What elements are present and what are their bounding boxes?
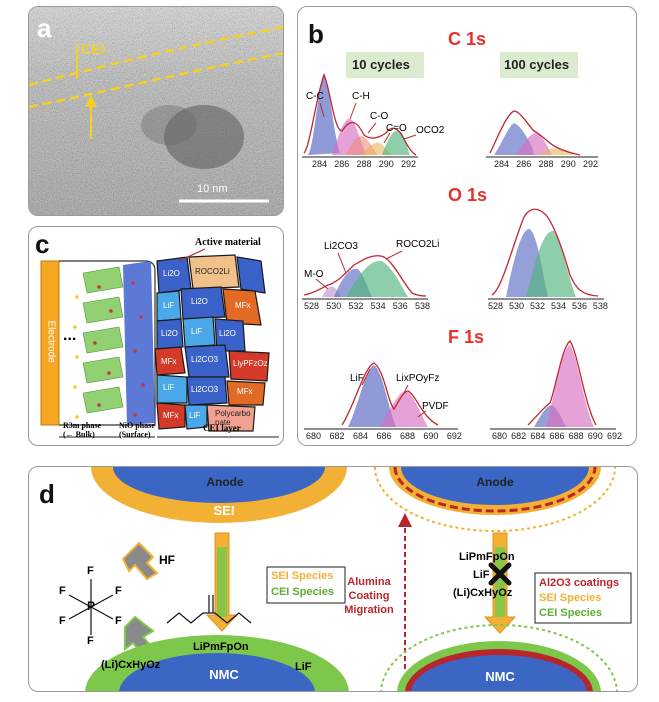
f-atom-2: F (59, 585, 66, 597)
peak-label-li2co3: Li2CO3 (324, 241, 358, 252)
peak-label-c-double-o: C=O (386, 123, 407, 134)
phase-bulk-label: R3m phase (← Bulk) (63, 421, 101, 439)
legend-al2o3: Al2O3 coatings (539, 577, 620, 589)
dots-label: ... (63, 327, 77, 344)
panel-a-label: a (37, 13, 52, 43)
panel-c-label: c (35, 229, 50, 259)
active-material-label: Active material (195, 237, 261, 248)
c1s-title: C 1s (448, 29, 487, 49)
cell-mfx-1: MFx (235, 301, 251, 310)
lichox-left: (Li)CxHyOz (101, 659, 161, 671)
f1s-10-cycles-plot (304, 362, 458, 430)
cell-lipfo: LiyPFzOz (233, 359, 268, 368)
cei-schematic (40, 248, 279, 438)
peak-label-lif: LiF (350, 373, 364, 384)
alumina-line-1: Alumina (347, 576, 391, 588)
panel-d: d (28, 466, 638, 692)
f1s-title: F 1s (448, 327, 485, 347)
lipfo-left: LiPmFpOn (193, 641, 249, 653)
cell-polycarb: Polycarbo nate (215, 409, 251, 427)
cell-li2o-2: Li2O (191, 297, 208, 306)
f-atom-1: F (87, 565, 94, 577)
legend-cei-left: CEI Species (271, 586, 334, 598)
p-atom: P (87, 599, 96, 613)
o1s-title: O 1s (448, 185, 488, 205)
anode-label-left: Anode (206, 475, 244, 489)
phase-bulk-line-1: R3m phase (63, 421, 102, 430)
lichox-right: (Li)CxHyOz (453, 587, 513, 599)
cell-li2o-4: Li2O (219, 329, 236, 338)
cell-mfx-2: MFx (161, 357, 177, 366)
peak-label-lixpoyfz: LixPOyFz (396, 373, 440, 384)
legend-sei-right: SEI Species (539, 592, 602, 604)
peak-label-co: C-O (370, 111, 389, 122)
peak-label-cc: C-C (306, 91, 324, 102)
mechanism-diagram (68, 467, 632, 691)
cell-li2co3-1: Li2CO3 (191, 355, 219, 364)
alumina-label: Alumina Coating Migration (341, 575, 397, 617)
alumina-line-2: Coating (348, 590, 390, 602)
cycle-label-100: 100 cycles (504, 57, 570, 72)
phase-nio-line-2: (Surface) (119, 430, 151, 439)
f-atom-4: F (59, 615, 66, 627)
cell-li2o-1: Li2O (163, 269, 180, 278)
phase-nio-label: NiO phase (Surface) (119, 421, 155, 439)
f-atom-5: F (115, 615, 122, 627)
peak-label-roco2li: ROCO2Li (396, 239, 440, 250)
cell-lif-1: LiF (163, 301, 175, 310)
legend-sei-left: SEI Species (271, 570, 334, 582)
electrode-label: Electrode (45, 320, 57, 363)
cei-layer-label: CEI layer (203, 423, 241, 433)
anode-label-right: Anode (476, 475, 514, 489)
peak-label-mo: M-O (304, 269, 324, 280)
scale-bar-label: 10 nm (197, 183, 228, 195)
polycarb-line-2: nate (215, 418, 231, 427)
phase-nio-line-1: NiO phase (119, 421, 155, 430)
f-atom-3: F (115, 585, 122, 597)
cell-li2o-3: Li2O (161, 329, 178, 338)
cell-lif-4: LiF (189, 411, 201, 420)
panel-c: c (28, 226, 284, 446)
sei-label: SEI (213, 503, 235, 518)
peak-label-oco2: OCO2 (416, 125, 445, 136)
peak-label-pvdf: PVDF (422, 401, 449, 412)
phase-bulk-line-2: (← Bulk) (63, 430, 95, 439)
xps-spectra (302, 52, 616, 430)
panel-b: b (297, 6, 637, 446)
o1s-10-cycles-plot (302, 255, 428, 300)
c1s-10-cycles-plot (302, 73, 418, 158)
cell-li2co3-2: Li2CO3 (191, 385, 219, 394)
f1s-100-cycles-plot (490, 340, 616, 430)
tem-image (29, 7, 283, 215)
peak-label-ch: C-H (352, 91, 370, 102)
cell-lif-2: LiF (191, 327, 203, 336)
panel-b-label: b (308, 19, 324, 49)
cycle-label-10: 10 cycles (352, 57, 410, 72)
nmc-label-right: NMC (485, 669, 515, 684)
polycarb-line-1: Polycarbo (215, 409, 251, 418)
hf-label: HF (159, 553, 175, 567)
lif-right: LiF (473, 569, 490, 581)
alumina-line-3: Migration (344, 604, 394, 616)
cell-mfx-4: MFx (163, 411, 179, 420)
cell-lif-3: LiF (163, 383, 175, 392)
nmc-label-left: NMC (209, 667, 239, 682)
f-atom-6: F (87, 635, 94, 647)
cell-mfx-3: MFx (237, 387, 253, 396)
legend-cei-right: CEI Species (539, 607, 602, 619)
c1s-100-cycles-plot (486, 110, 598, 158)
lipfo-right: LiPmFpOn (459, 551, 515, 563)
o1s-100-cycles-plot (488, 208, 604, 300)
cell-roco2li: ROCO2Li (195, 267, 230, 276)
cei-label: CEI (81, 41, 105, 57)
panel-a: a CEI 10 nm (28, 6, 284, 216)
panel-d-label: d (39, 479, 55, 509)
lif-left: LiF (295, 661, 312, 673)
